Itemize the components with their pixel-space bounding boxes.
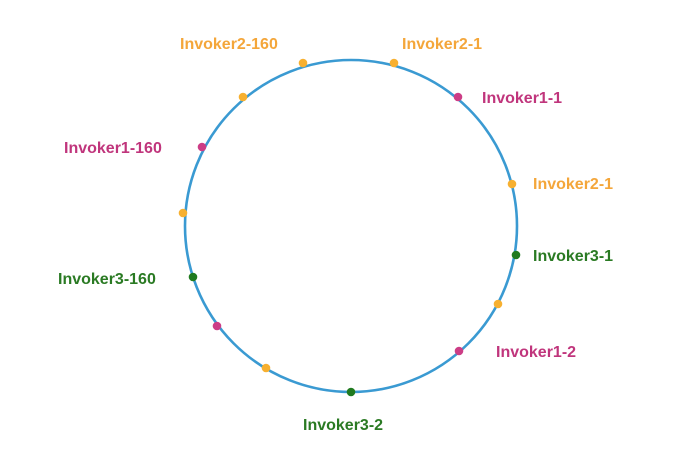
label-invoker2-160: Invoker2-160 xyxy=(180,36,278,53)
node-dot-unlabeled-yellow-2 xyxy=(178,208,188,218)
node-dot-invoker2-1-right xyxy=(507,179,517,189)
label-invoker3-1: Invoker3-1 xyxy=(533,248,613,265)
node-dot-invoker1-2 xyxy=(454,346,464,356)
label-invoker1-160: Invoker1-160 xyxy=(64,140,162,157)
node-dot-invoker2-1-top xyxy=(389,58,399,68)
node-dot-invoker1-160 xyxy=(197,142,207,152)
label-invoker2-1-top: Invoker2-1 xyxy=(402,36,482,53)
label-invoker3-2: Invoker3-2 xyxy=(303,417,383,434)
label-invoker1-2: Invoker1-2 xyxy=(496,344,576,361)
label-invoker3-160: Invoker3-160 xyxy=(58,271,156,288)
node-dot-invoker3-160 xyxy=(188,272,198,282)
label-invoker2-1-right: Invoker2-1 xyxy=(533,176,613,193)
node-dot-unlabeled-yellow-4 xyxy=(261,363,271,373)
node-dot-invoker2-160 xyxy=(298,58,308,68)
node-dot-invoker1-1 xyxy=(453,92,463,102)
node-dot-unlabeled-yellow-3 xyxy=(493,299,503,309)
node-dot-unlabeled-pink-1 xyxy=(212,321,222,331)
node-dot-invoker3-2 xyxy=(346,387,356,397)
node-dot-unlabeled-yellow-1 xyxy=(238,92,248,102)
label-invoker1-1: Invoker1-1 xyxy=(482,90,562,107)
node-dot-invoker3-1 xyxy=(511,250,521,260)
hash-ring xyxy=(183,58,519,394)
